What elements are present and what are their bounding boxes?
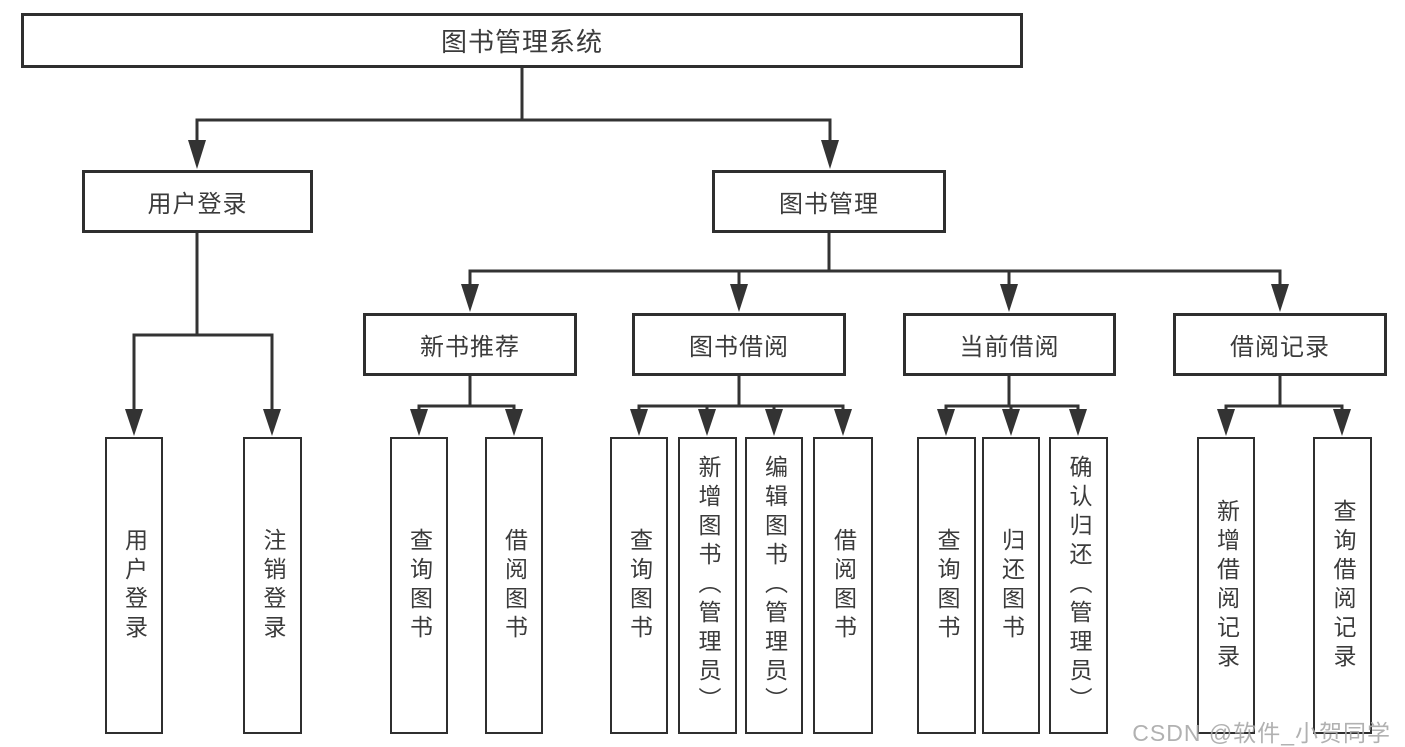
- node-query-books-current: 查询图书: [917, 437, 976, 734]
- node-edit-books-admin: 编辑图书（管理员）: [745, 437, 803, 734]
- node-label: 借阅图书: [501, 527, 528, 644]
- node-return-books: 归还图书: [982, 437, 1040, 734]
- node-label: 新增借阅记录: [1213, 498, 1240, 673]
- node-label: 确认归还（管理员）: [1066, 455, 1092, 716]
- node-root-system: 图书管理系统: [21, 13, 1023, 68]
- node-label: 编辑图书（管理员）: [761, 455, 788, 716]
- node-label: 归还图书: [998, 527, 1025, 644]
- node-add-books-admin: 新增图书（管理员）: [678, 437, 737, 734]
- node-label: 用户登录: [121, 527, 148, 644]
- node-logout: 注销登录: [243, 437, 302, 734]
- node-current-borrow: 当前借阅: [903, 313, 1116, 376]
- node-label: 查询图书: [626, 527, 653, 644]
- node-borrow-books-leaf: 借阅图书: [813, 437, 873, 734]
- node-label: 查询图书: [934, 527, 960, 644]
- node-label: 当前借阅: [959, 334, 1060, 361]
- node-label: 图书借阅: [689, 334, 789, 361]
- node-borrow-books-recommend: 借阅图书: [485, 437, 543, 734]
- node-label: 借阅记录: [1230, 334, 1330, 361]
- node-confirm-return-admin: 确认归还（管理员）: [1049, 437, 1108, 734]
- node-borrow-records: 借阅记录: [1173, 313, 1387, 376]
- node-add-borrow-record: 新增借阅记录: [1197, 437, 1255, 734]
- node-label: 图书管理: [779, 191, 879, 218]
- node-book-management: 图书管理: [712, 170, 946, 233]
- arrowheads: [125, 140, 1351, 436]
- node-new-book-recommend: 新书推荐: [363, 313, 577, 376]
- node-label: 图书管理系统: [440, 27, 603, 57]
- node-label: 用户登录: [147, 191, 248, 218]
- node-user-login: 用户登录: [82, 170, 313, 233]
- node-label: 借阅图书: [830, 527, 857, 644]
- node-label: 新书推荐: [420, 334, 520, 361]
- node-label: 查询借阅记录: [1330, 498, 1356, 673]
- node-user-login-leaf: 用户登录: [105, 437, 163, 734]
- node-book-borrow: 图书借阅: [632, 313, 846, 376]
- node-label: 注销登录: [260, 527, 286, 644]
- node-query-books-recommend: 查询图书: [390, 437, 448, 734]
- node-label: 新增图书（管理员）: [695, 455, 721, 716]
- node-query-books-borrow: 查询图书: [610, 437, 668, 734]
- node-label: 查询图书: [406, 527, 433, 644]
- node-query-borrow-record: 查询借阅记录: [1313, 437, 1372, 734]
